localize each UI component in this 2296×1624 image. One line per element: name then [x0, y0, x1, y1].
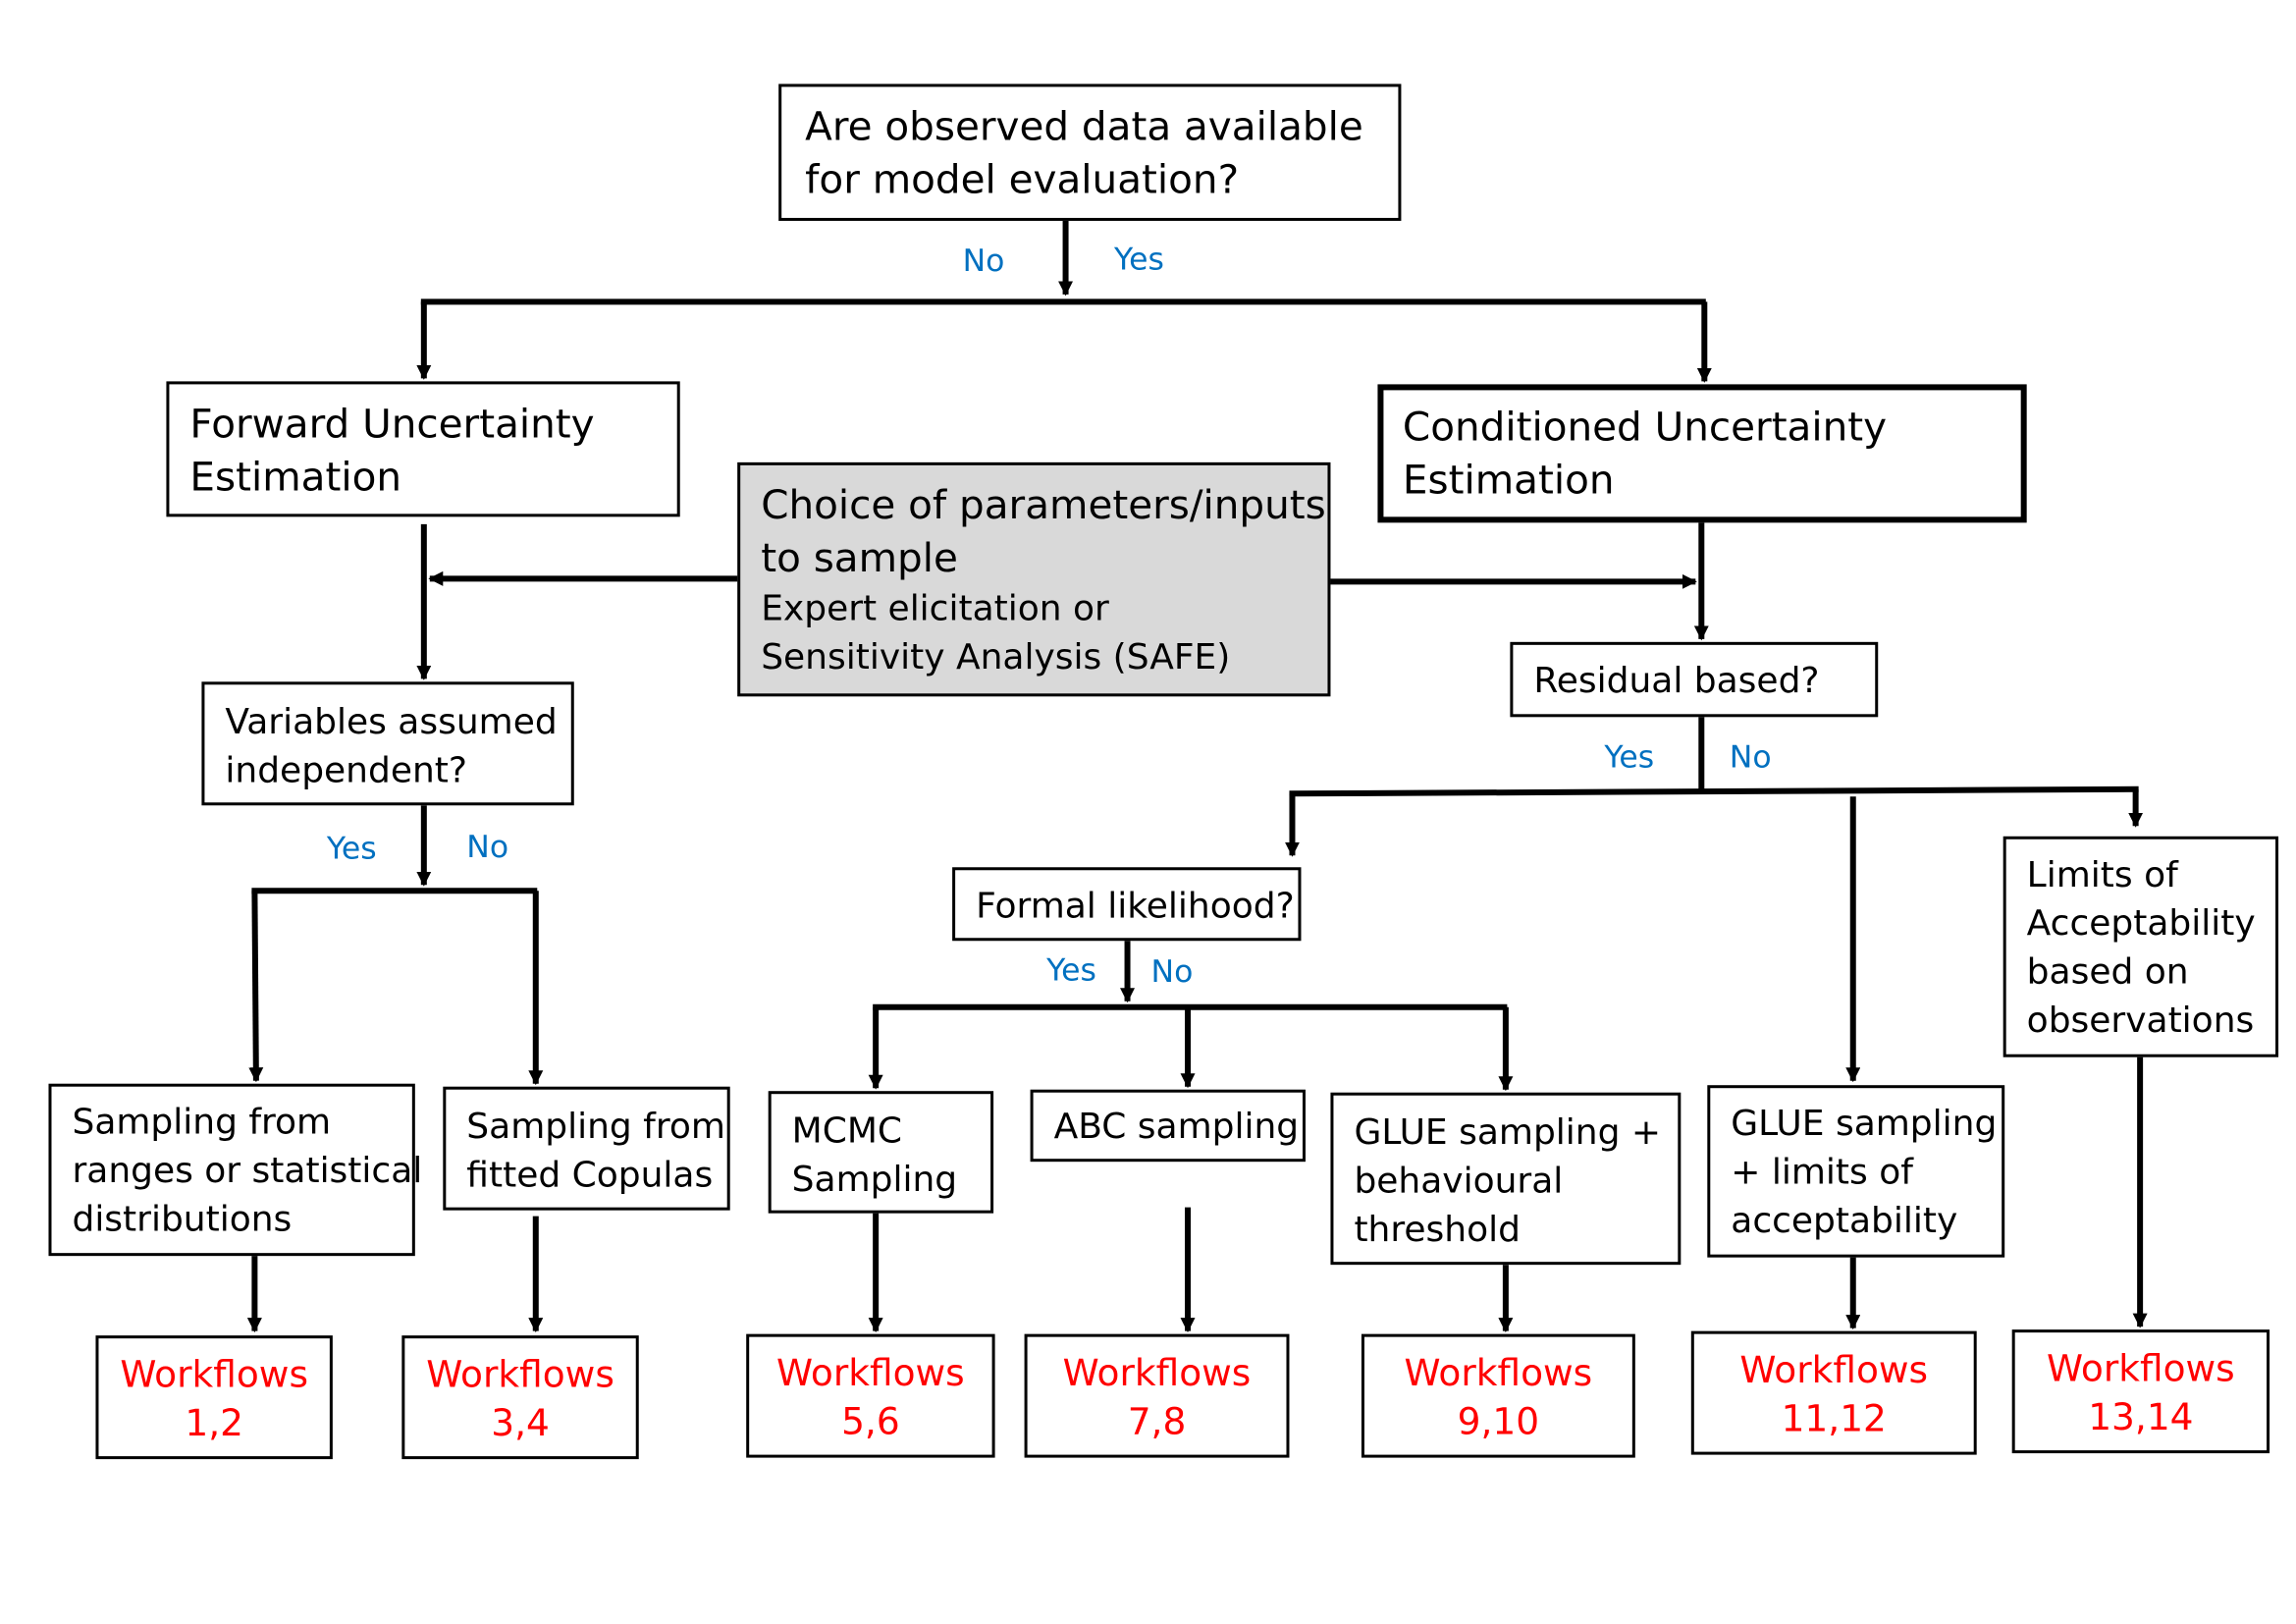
- branch-label-yes: Yes: [1046, 952, 1096, 989]
- box-title: to sample: [761, 535, 958, 581]
- mcmc-sampling-box: MCMC Sampling: [768, 1091, 994, 1214]
- box-text: threshold: [1354, 1209, 1521, 1251]
- residual-based-question-box: Residual based?: [1510, 641, 1879, 718]
- abc-sampling-box: ABC sampling: [1030, 1089, 1306, 1163]
- box-text: Residual based?: [1533, 659, 1820, 701]
- workflow-box: Workflows 3,4: [401, 1335, 639, 1460]
- box-text: independent?: [225, 749, 467, 791]
- workflow-numbers: 5,6: [841, 1400, 900, 1443]
- box-text: behavioural: [1354, 1160, 1564, 1202]
- box-text: Are observed data available: [805, 104, 1363, 150]
- box-text: + limits of: [1731, 1151, 1913, 1193]
- branch-label-yes: Yes: [1604, 738, 1655, 775]
- formal-likelihood-question-box: Formal likelihood?: [952, 867, 1302, 942]
- variables-independent-question-box: Variables assumed independent?: [201, 681, 574, 806]
- choice-of-parameters-box: Choice of parameters/inputs to sample Ex…: [737, 461, 1331, 697]
- box-text: based on: [2026, 951, 2189, 994]
- workflow-title: Workflows: [1739, 1348, 1929, 1392]
- observed-data-question-box: Are observed data available for model ev…: [778, 83, 1402, 221]
- box-text: ranges or statistical: [72, 1150, 423, 1192]
- workflow-title: Workflows: [1404, 1351, 1593, 1395]
- workflow-numbers: 9,10: [1457, 1400, 1540, 1443]
- box-text: Acceptability: [2026, 902, 2256, 945]
- connector: [248, 891, 264, 1083]
- box-text: Variables assumed: [225, 700, 558, 742]
- glue-limits-box: GLUE sampling + limits of acceptability: [1707, 1085, 2005, 1258]
- box-text: Formal likelihood?: [976, 885, 1295, 927]
- workflow-title: Workflows: [1062, 1351, 1252, 1395]
- box-subtitle: Sensitivity Analysis (SAFE): [761, 636, 1231, 678]
- box-text: Limits of: [2026, 853, 2178, 895]
- workflow-title: Workflows: [426, 1353, 614, 1396]
- box-text: distributions: [72, 1199, 293, 1240]
- box-text: GLUE sampling +: [1354, 1111, 1662, 1154]
- workflow-box: Workflows 5,6: [746, 1333, 995, 1458]
- workflow-numbers: 1,2: [185, 1401, 243, 1445]
- workflow-box: Workflows 9,10: [1361, 1333, 1635, 1458]
- glue-behavioural-box: GLUE sampling + behavioural threshold: [1330, 1092, 1682, 1266]
- branch-label-no: No: [1729, 738, 1772, 775]
- box-text: for model evaluation?: [805, 156, 1240, 203]
- workflow-box: Workflows 1,2: [95, 1335, 333, 1460]
- connector: [1289, 785, 2139, 797]
- box-text: Forward Uncertainty: [189, 402, 595, 448]
- workflow-numbers: 11,12: [1781, 1397, 1887, 1440]
- workflow-box: Workflows 7,8: [1024, 1333, 1290, 1458]
- workflow-title: Workflows: [2047, 1347, 2235, 1390]
- branch-label-no: No: [1150, 953, 1194, 990]
- workflow-title: Workflows: [776, 1351, 965, 1395]
- box-text: acceptability: [1731, 1200, 1958, 1242]
- branch-label-yes: Yes: [326, 830, 377, 866]
- box-text: fitted Copulas: [466, 1154, 714, 1196]
- box-text: Sampling from: [72, 1101, 332, 1143]
- branch-label-no: No: [466, 829, 509, 865]
- sampling-copulas-box: Sampling from fitted Copulas: [443, 1086, 730, 1211]
- box-title: Choice of parameters/inputs: [761, 482, 1326, 529]
- branch-label-no: No: [962, 243, 1005, 279]
- branch-label-yes: Yes: [1114, 241, 1164, 277]
- box-text: observations: [2026, 1000, 2255, 1042]
- box-text: Estimation: [1402, 457, 1615, 504]
- forward-uncertainty-box: Forward Uncertainty Estimation: [166, 381, 680, 517]
- workflow-numbers: 13,14: [2088, 1395, 2194, 1439]
- box-text: Conditioned Uncertainty: [1402, 405, 1888, 451]
- workflow-title: Workflows: [120, 1353, 308, 1396]
- box-text: MCMC: [791, 1110, 903, 1152]
- box-text: ABC sampling: [1053, 1106, 1300, 1148]
- box-text: Estimation: [189, 454, 402, 501]
- box-text: Sampling from: [466, 1106, 725, 1148]
- box-subtitle: Expert elicitation or: [761, 587, 1109, 629]
- limits-of-acceptability-box: Limits of Acceptability based on observa…: [2002, 836, 2279, 1057]
- workflow-box: Workflows 13,14: [2011, 1329, 2270, 1454]
- workflow-numbers: 3,4: [491, 1401, 550, 1445]
- box-text: Sampling: [791, 1159, 958, 1201]
- box-text: GLUE sampling: [1731, 1103, 1998, 1145]
- workflow-numbers: 7,8: [1127, 1400, 1187, 1443]
- conditioned-uncertainty-box: Conditioned Uncertainty Estimation: [1377, 384, 2027, 523]
- sampling-ranges-box: Sampling from ranges or statistical dist…: [48, 1083, 423, 1257]
- workflow-box: Workflows 11,12: [1690, 1330, 1977, 1455]
